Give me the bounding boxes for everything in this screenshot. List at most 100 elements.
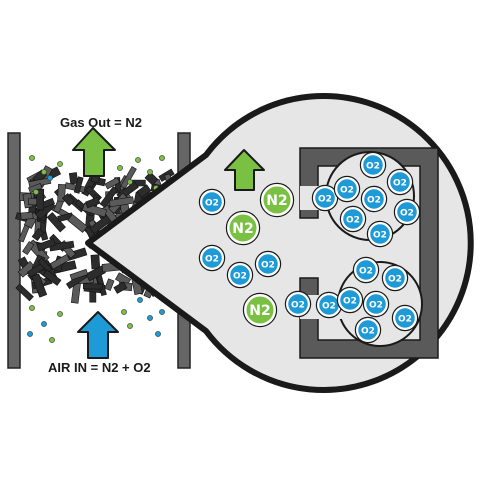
gas-out-label: Gas Out = N2 bbox=[60, 115, 142, 130]
n2-molecule: N2 bbox=[259, 182, 295, 218]
sieve-pellet bbox=[36, 238, 56, 252]
o2-molecule: O2 bbox=[315, 291, 343, 319]
o2-molecule: O2 bbox=[339, 205, 367, 233]
pore-structure bbox=[299, 147, 439, 359]
sieve-pellet bbox=[31, 273, 48, 298]
o2-label: O2 bbox=[388, 275, 402, 285]
o2-label: O2 bbox=[343, 297, 357, 307]
o2-particle bbox=[147, 315, 153, 321]
o2-label: O2 bbox=[359, 267, 373, 277]
o2-molecule: O2 bbox=[226, 261, 254, 289]
sieve-pellet bbox=[99, 186, 119, 208]
n2-molecule: N2 bbox=[225, 210, 261, 246]
column-left-wall bbox=[7, 132, 21, 369]
o2-molecule: O2 bbox=[354, 316, 382, 344]
o2-molecule: O2 bbox=[393, 198, 421, 226]
sieve-pellet bbox=[82, 283, 103, 290]
sieve-pellet bbox=[36, 188, 45, 211]
o2-molecule: O2 bbox=[359, 151, 387, 179]
o2-molecule: O2 bbox=[381, 264, 409, 292]
o2-molecule: O2 bbox=[284, 290, 312, 318]
sieve-pellet bbox=[18, 224, 30, 243]
o2-label: O2 bbox=[205, 255, 219, 265]
sieve-pellet bbox=[49, 240, 75, 252]
n2-particle bbox=[33, 189, 39, 195]
sieve-pellet bbox=[113, 281, 128, 294]
o2-molecule: O2 bbox=[352, 256, 380, 284]
o2-molecule: O2 bbox=[198, 244, 226, 272]
o2-label: O2 bbox=[261, 261, 275, 271]
o2-molecule: O2 bbox=[198, 188, 226, 216]
o2-particle bbox=[41, 321, 47, 327]
o2-label: O2 bbox=[366, 162, 380, 172]
sieve-pellet bbox=[15, 283, 34, 302]
o2-label: O2 bbox=[346, 216, 360, 226]
o2-particle bbox=[27, 331, 33, 337]
sieve-pellet bbox=[68, 172, 79, 185]
sieve-pellet bbox=[22, 241, 35, 256]
o2-label: O2 bbox=[398, 315, 412, 325]
n2-particle bbox=[121, 309, 127, 315]
air-in-label: AIR IN = N2 + O2 bbox=[48, 360, 151, 375]
sieve-pellet bbox=[31, 227, 45, 242]
o2-molecule: O2 bbox=[336, 286, 364, 314]
gas-particles bbox=[27, 155, 165, 343]
o2-label: O2 bbox=[369, 301, 383, 311]
bubble-n2-out-arrow bbox=[224, 149, 265, 191]
n2-label: N2 bbox=[232, 221, 253, 237]
sieve-pellet bbox=[104, 177, 121, 190]
n2-particle bbox=[29, 155, 35, 161]
o2-label: O2 bbox=[367, 196, 381, 206]
sieve-pellet bbox=[85, 196, 101, 209]
o2-particle bbox=[47, 175, 53, 181]
sieve-pellet bbox=[37, 257, 53, 273]
sieve-pellet bbox=[62, 193, 75, 207]
o2-particle bbox=[159, 309, 165, 315]
n2-particle bbox=[127, 323, 133, 329]
o2-molecule: O2 bbox=[333, 175, 361, 203]
sieve-pellet bbox=[73, 176, 84, 194]
n2-particle bbox=[57, 311, 63, 317]
sieve-pellet bbox=[20, 211, 34, 220]
n2-particle bbox=[41, 169, 47, 175]
molecules-group: N2N2N2O2O2O2O2O2O2O2O2O2O2O2O2O2O2O2O2O2… bbox=[198, 151, 421, 344]
n2-particle bbox=[117, 165, 123, 171]
o2-molecule: O2 bbox=[391, 304, 419, 332]
o2-label: O2 bbox=[205, 199, 219, 209]
sieve-pellet bbox=[90, 254, 101, 270]
o2-label: O2 bbox=[233, 272, 247, 282]
sieve-pellet bbox=[136, 184, 152, 198]
n2-label: N2 bbox=[249, 303, 270, 319]
o2-molecule: O2 bbox=[366, 220, 394, 248]
air-in-arrow bbox=[77, 311, 119, 359]
o2-molecule: O2 bbox=[254, 250, 282, 278]
n2-molecule: N2 bbox=[242, 292, 278, 328]
o2-molecule: O2 bbox=[386, 168, 414, 196]
sieve-pellet bbox=[42, 269, 62, 286]
o2-molecule: O2 bbox=[362, 290, 390, 318]
o2-label: O2 bbox=[340, 186, 354, 196]
n2-particle bbox=[127, 179, 133, 185]
n2-particle bbox=[147, 169, 153, 175]
o2-molecule: O2 bbox=[360, 185, 388, 213]
n2-particle bbox=[49, 337, 55, 343]
n2-label: N2 bbox=[266, 193, 287, 209]
sieve-pellet bbox=[104, 278, 115, 291]
o2-label: O2 bbox=[361, 327, 375, 337]
sieve-pellet bbox=[108, 196, 135, 208]
o2-particle bbox=[155, 331, 161, 337]
n2-particle bbox=[159, 155, 165, 161]
n2-particle bbox=[135, 157, 141, 163]
o2-particle bbox=[137, 297, 143, 303]
n2-particle bbox=[29, 305, 35, 311]
o2-label: O2 bbox=[400, 209, 414, 219]
sieve-pellet bbox=[69, 268, 89, 281]
sieve-pellet bbox=[67, 214, 88, 233]
o2-label: O2 bbox=[322, 302, 336, 312]
sieve-pellet bbox=[144, 171, 159, 186]
o2-label: O2 bbox=[373, 231, 387, 241]
o2-label: O2 bbox=[291, 301, 305, 311]
sieve-pellet bbox=[120, 166, 137, 189]
n2-particle bbox=[57, 161, 63, 167]
